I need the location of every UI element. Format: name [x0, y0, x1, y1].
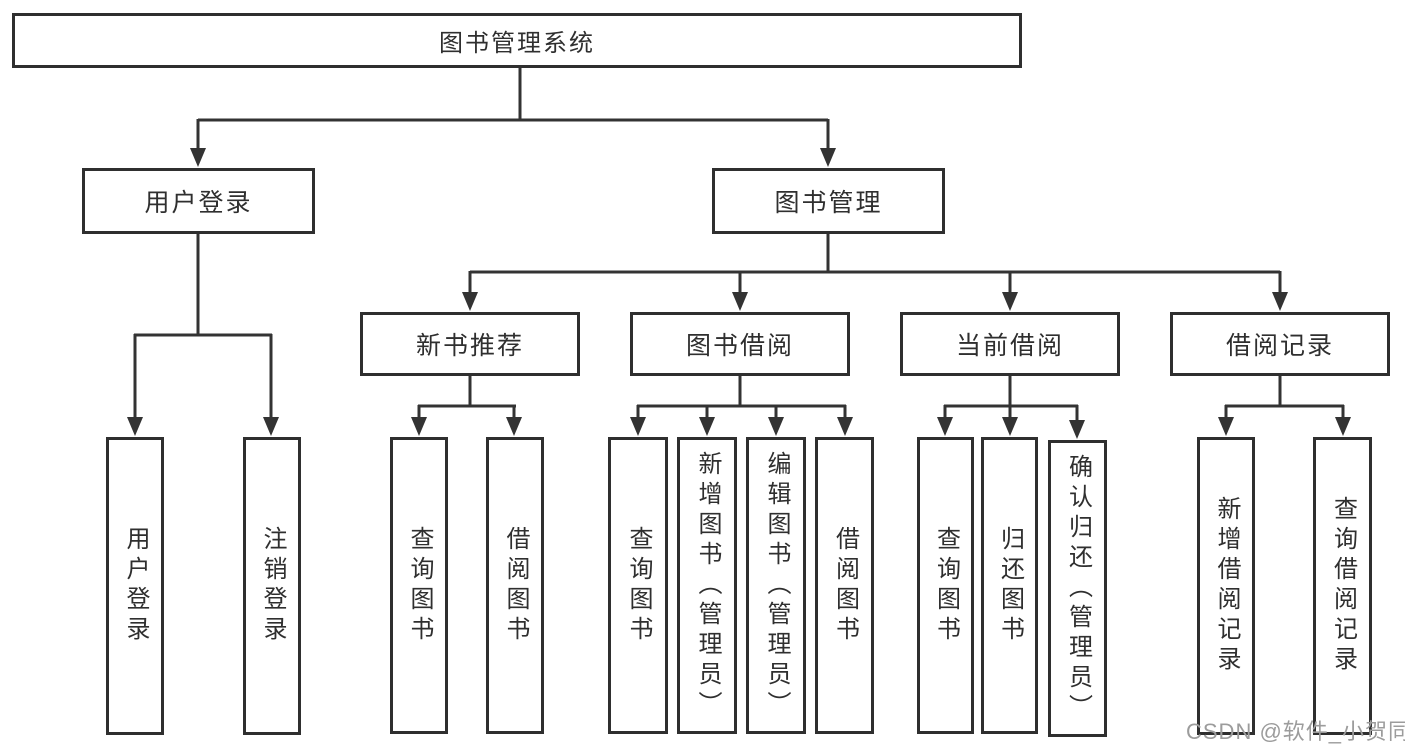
node-borrow-records: 借阅记录: [1170, 312, 1390, 376]
node-borrow-records-label: 借阅记录: [1225, 332, 1334, 360]
node-edit-book-admin: 编辑图书（管理员）: [746, 437, 806, 734]
node-book-borrow: 图书借阅: [630, 312, 850, 376]
node-current-borrow: 当前借阅: [900, 312, 1120, 376]
node-return-book: 归还图书: [981, 437, 1038, 734]
node-new-book-recommend-label: 新书推荐: [415, 332, 524, 360]
node-borrow-books-leaf: 借阅图书: [815, 437, 874, 734]
node-confirm-return-admin: 确认归还（管理员）: [1048, 440, 1107, 737]
node-query-books-borrow: 查询图书: [608, 437, 668, 734]
node-user-login-leaf: 用户登录: [106, 437, 164, 735]
node-logout-leaf: 注销登录: [243, 437, 301, 735]
node-borrow-books-recommend: 借阅图书: [486, 437, 544, 734]
node-current-borrow-label: 当前借阅: [955, 332, 1064, 360]
node-query-borrow-record: 查询借阅记录: [1313, 437, 1372, 735]
node-book-management-label: 图书管理: [774, 189, 883, 217]
node-book-borrow-label: 图书借阅: [685, 332, 794, 360]
node-root: 图书管理系统: [12, 13, 1022, 68]
node-query-books-recommend: 查询图书: [390, 437, 448, 734]
node-user-login-label: 用户登录: [144, 189, 253, 217]
node-user-login: 用户登录: [82, 168, 315, 234]
node-add-borrow-record: 新增借阅记录: [1197, 437, 1255, 735]
watermark-text: CSDN @软件_小贺同学: [1186, 719, 1405, 744]
node-add-book-admin: 新增图书（管理员）: [677, 437, 737, 734]
node-new-book-recommend: 新书推荐: [360, 312, 580, 376]
node-book-management: 图书管理: [712, 168, 945, 234]
node-root-label: 图书管理系统: [439, 30, 595, 57]
node-query-books-current: 查询图书: [917, 437, 974, 734]
